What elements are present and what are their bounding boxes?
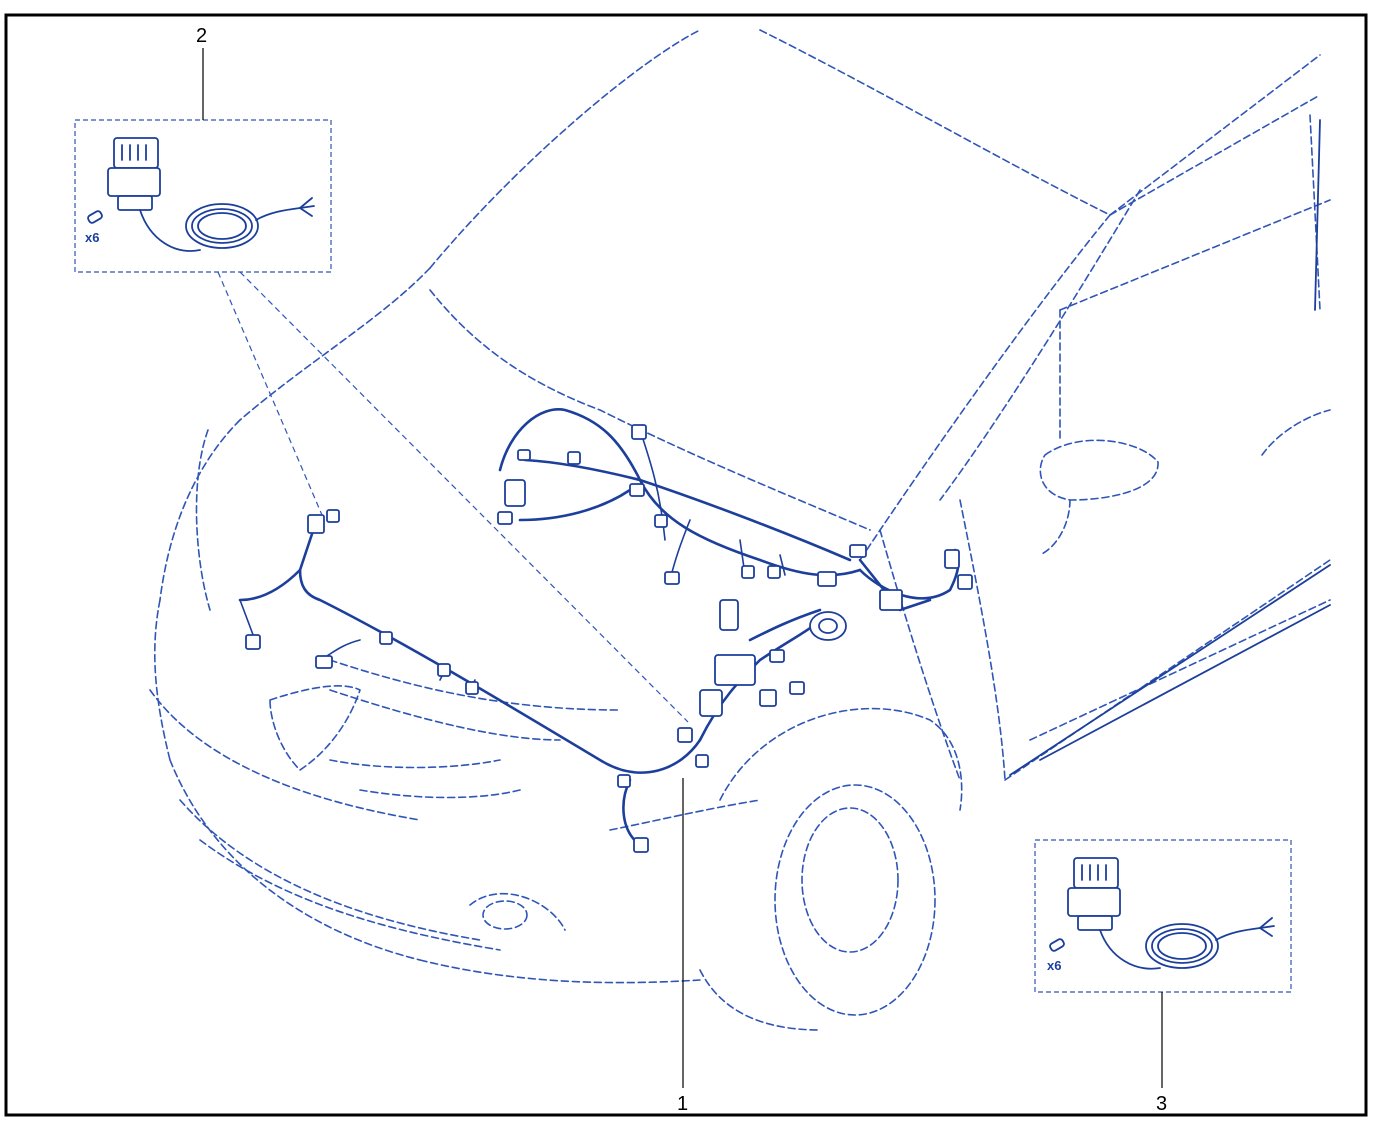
callout-2: 2 xyxy=(196,25,207,120)
kit-3-panel: x6 xyxy=(1034,839,1292,993)
callout-1: 1 xyxy=(677,778,688,1115)
kit-3-terminal-pin-icon xyxy=(1049,938,1065,952)
kit-2-guide-lines xyxy=(217,271,689,723)
callout-3: 3 xyxy=(1156,992,1167,1115)
kit-2-quantity: x6 xyxy=(85,230,99,245)
kit-3-cable-coil-icon xyxy=(1099,917,1275,970)
kit-3-quantity: x6 xyxy=(1047,958,1061,973)
vehicle-outline xyxy=(149,29,1331,1031)
kit-3-connector-icon xyxy=(1067,857,1121,931)
kit-2-panel: x6 xyxy=(74,119,332,273)
harness-connectors xyxy=(245,424,973,853)
callout-1-number: 1 xyxy=(677,1093,688,1115)
callout-2-number: 2 xyxy=(196,25,207,47)
door-sill-trim xyxy=(1009,119,1331,776)
kit-2-cable-coil-icon xyxy=(139,197,315,252)
kit-2-connector-icon xyxy=(107,137,161,211)
kit-2-terminal-pin-icon xyxy=(87,210,103,224)
callout-3-number: 3 xyxy=(1156,1093,1167,1115)
diagram-frame xyxy=(4,13,1368,1117)
engine-wiring-harness xyxy=(238,408,960,847)
